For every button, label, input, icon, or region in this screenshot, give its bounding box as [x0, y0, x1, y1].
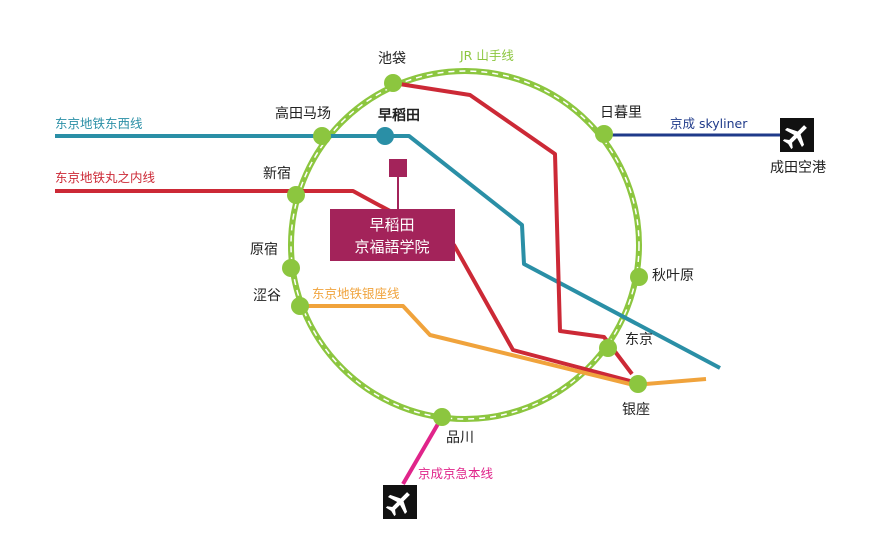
line-label-skyliner: 京成 skyliner: [670, 116, 748, 131]
line-label-keikyu: 京成京急本线: [418, 466, 494, 481]
school-marker: 早稻田 京福語学院: [330, 159, 455, 261]
station-akihabara: 秋叶原: [652, 268, 694, 284]
station-dot-akihabara: [630, 268, 648, 286]
station-dot-shinagawa: [433, 408, 451, 426]
line-label-marunouchi: 东京地铁丸之内线: [55, 170, 156, 185]
station-dot-shinjuku: [287, 186, 305, 204]
ginza-line: [300, 304, 707, 387]
stations: [282, 74, 648, 426]
school-name-line2: 京福語学院: [354, 238, 429, 256]
station-dot-nippori: [595, 125, 613, 143]
station-harajuku: 原宿: [250, 241, 278, 258]
school-box: [330, 209, 455, 261]
station-shibuya: 涩谷: [253, 288, 281, 304]
station-dot-takadanobaba: [313, 127, 331, 145]
airport-narita-label: 成田空港: [770, 160, 826, 176]
airplane-icon: [383, 485, 417, 519]
yamanote-loop: [288, 68, 642, 422]
station-dot-harajuku: [282, 259, 300, 277]
line-label-tozai: 东京地铁东西线: [55, 116, 143, 131]
station-dot-shibuya: [291, 297, 309, 315]
station-takadanobaba: 高田马场: [275, 105, 331, 122]
station-waseda: 早稻田: [378, 107, 420, 124]
station-dot-tokyo: [599, 339, 617, 357]
station-dot-ikebukuro: [384, 74, 402, 92]
keikyu-line: [401, 415, 444, 486]
station-ginza: 银座: [622, 402, 650, 418]
line-label-yamanote: JR 山手线: [459, 48, 514, 63]
line-label-ginza: 东京地铁银座线: [312, 286, 400, 301]
station-shinjuku: 新宿: [263, 165, 291, 182]
station-shinagawa: 品川: [446, 430, 474, 446]
station-dot-waseda: [376, 127, 394, 145]
station-nippori: 日暮里: [600, 105, 642, 121]
school-name-line1: 早稻田: [369, 216, 414, 234]
station-ikebukuro: 池袋: [378, 51, 406, 67]
airplane-icon: [780, 118, 814, 152]
station-dot-ginza: [629, 375, 647, 393]
station-tokyo: 东京: [625, 332, 653, 348]
